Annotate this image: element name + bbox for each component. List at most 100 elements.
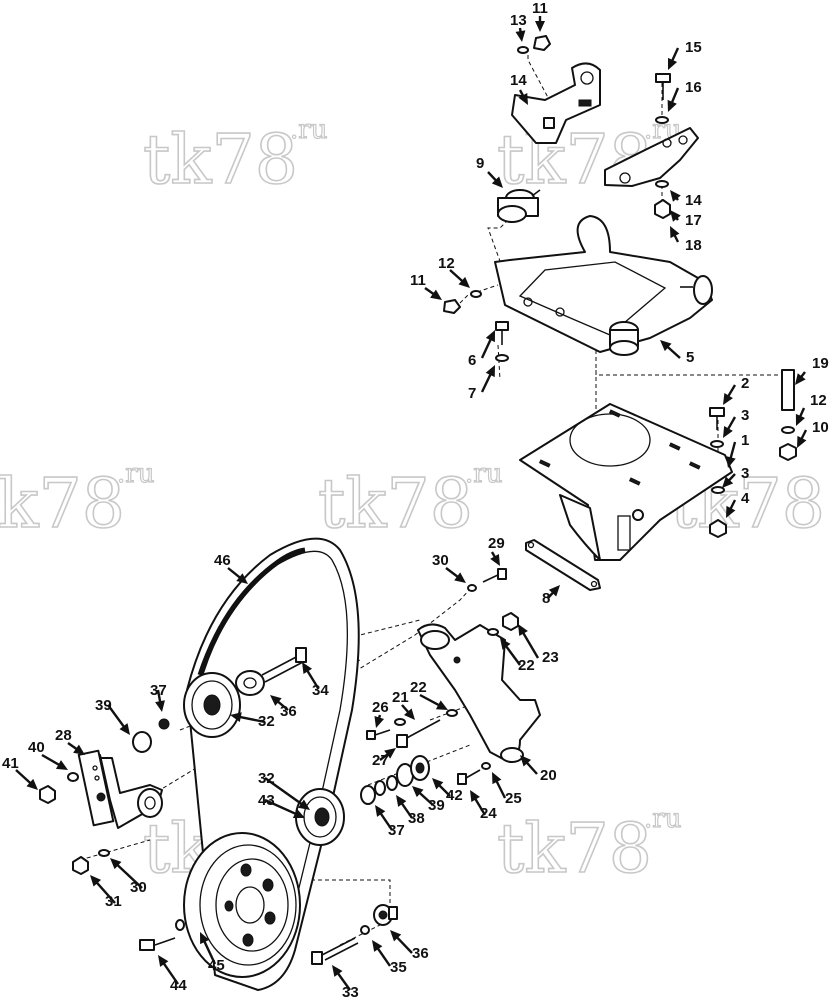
callout-13: 13 [510,12,527,29]
leader-arrowhead [374,716,385,728]
callout-7: 7 [468,385,476,402]
watermark-logo: tk78 [143,121,298,200]
callout-44: 44 [170,977,187,994]
leader-arrowhead [236,573,248,584]
leader-arrowhead [726,505,736,518]
leader-arrowhead [458,276,470,288]
callout-38: 38 [408,810,425,827]
leader-arrowhead [797,435,807,448]
leader-arrowhead [795,373,806,385]
leader-arrowhead [518,92,528,105]
callout-1: 1 [741,432,749,449]
callout-27: 27 [372,752,389,769]
leader-arrowhead [270,695,282,706]
leader-arrowhead [230,712,242,723]
hardware-tensioner [366,612,519,785]
leader-arrowhead [73,744,85,755]
leader-arrowhead [110,858,122,870]
callout-40: 40 [28,739,45,756]
strap [525,539,601,591]
leader-arrowhead [667,99,677,112]
leader-line [520,628,540,659]
leader-arrowhead [491,176,503,188]
callout-35: 35 [390,959,407,976]
callout-11: 11 [532,0,548,17]
lower-pulley [295,788,345,846]
callout-3: 3 [741,465,749,482]
callout-6: 6 [468,352,476,369]
callout-21: 21 [392,689,409,706]
leader-arrowhead [670,226,680,239]
callout-37: 37 [388,822,405,839]
leader-line [107,704,128,731]
leader-line [264,798,301,817]
leader-arrowhead [90,875,102,887]
callout-14: 14 [685,192,702,209]
callout-4: 4 [741,490,750,507]
callout-15: 15 [685,39,702,56]
watermark-domain: .ru [644,804,681,834]
leader-arrowhead [298,799,310,810]
callout-29: 29 [488,535,505,552]
callout-2: 2 [741,375,749,392]
leader-arrowhead [660,340,672,352]
callout-33: 33 [342,984,359,1000]
callout-41: 41 [2,755,19,772]
leader-arrowhead [200,932,210,945]
callout-18: 18 [685,237,702,254]
leader-arrowhead [518,624,528,637]
drive-pulley [139,832,301,978]
leader-arrowhead [158,955,169,967]
leader-arrowhead [155,700,165,712]
watermark-domain: .ru [465,459,502,489]
callout-22: 22 [410,679,427,696]
leader-arrowhead [535,21,545,32]
leader-arrowhead [490,553,500,566]
callout-20: 20 [540,767,557,784]
callout-46: 46 [214,552,231,569]
leader-arrows [15,16,808,991]
callout-3: 3 [741,407,749,424]
callout-31: 31 [105,893,122,910]
leader-arrowhead [302,662,313,674]
watermark-logo: tk78 [318,465,473,544]
leader-line [93,878,116,904]
upper-mount-brackets [511,35,699,219]
callout-45: 45 [208,957,225,974]
lower-bolt-assembly [311,904,398,965]
watermark-domain: .ru [117,459,154,489]
leader-arrowhead [26,778,38,790]
leader-arrowhead [485,365,495,378]
leader-arrowhead [454,572,466,583]
leader-arrowhead [404,708,415,720]
leader-arrowhead [670,210,681,222]
callout-36: 36 [280,703,297,720]
leader-arrowhead [332,965,343,977]
callout-30: 30 [130,879,147,896]
leader-arrowhead [723,425,733,438]
leader-arrowhead [375,805,386,817]
callout-43: 43 [258,792,275,809]
leader-arrowhead [722,476,734,488]
callout-32: 32 [258,713,275,730]
leader-arrowhead [119,723,130,735]
callout-12: 12 [438,255,455,272]
watermark-domain: .ru [290,115,327,145]
tensioner-arm [417,623,541,763]
callout-14: 14 [510,72,527,89]
leader-arrowhead [726,456,736,468]
leader-arrowhead [548,585,560,597]
leader-arrowhead [372,940,383,952]
idler-stack [360,755,430,805]
callout-39: 39 [95,697,112,714]
leader-arrowhead [723,392,733,405]
callout-19: 19 [812,355,829,372]
upper-pulley [183,647,307,738]
base-plate [519,403,733,561]
callout-23: 23 [542,649,559,666]
leader-arrowhead [515,30,526,42]
callout-9: 9 [476,155,484,172]
callout-10: 10 [812,419,829,436]
